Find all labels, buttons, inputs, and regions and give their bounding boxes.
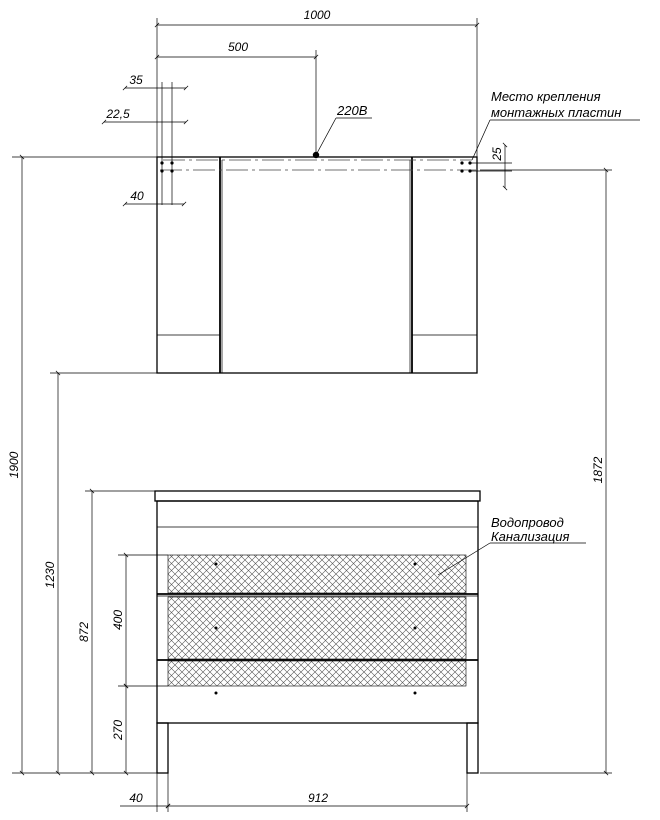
plumbing-zone-upper [167,554,467,594]
mirror-cabinet [156,151,478,374]
dim-leg-zone: 270 [111,720,125,741]
dim-mount-height: 1872 [591,456,605,483]
mirror-outline [156,156,478,374]
vanity-cabinet [154,490,481,774]
plumbing-zone-lower [167,660,467,687]
mounting-points [160,161,472,173]
dim-half-width: 500 [228,40,248,54]
leg-right [466,722,479,774]
mounting-label-line1: Место крепления [491,89,601,104]
dim-bottom-offset-40: 40 [129,791,143,805]
dim-total-height: 1900 [7,451,21,478]
dimension-lines [12,18,640,812]
plumbing-zone-middle [167,596,467,660]
leg-left [156,722,169,774]
countertop [154,490,481,502]
dim-offset-22-5: 22,5 [105,107,130,121]
dim-drawer-zone: 400 [111,610,125,630]
dim-mirror-bottom: 1230 [43,561,57,588]
mounting-label-line2: монтажных пластин [491,105,621,120]
dim-offset-25: 25 [490,147,504,162]
dim-offset-40-top: 40 [130,189,144,203]
dim-cabinet-width: 912 [308,791,328,805]
vanity-body [156,500,479,724]
dim-offset-35: 35 [129,73,143,87]
dim-top-width: 1000 [304,8,331,22]
water-label-line2: Канализация [491,529,569,544]
dim-cabinet-height: 872 [77,622,91,642]
water-label-line1: Водопровод [491,515,564,530]
power-label: 220В [336,103,368,118]
